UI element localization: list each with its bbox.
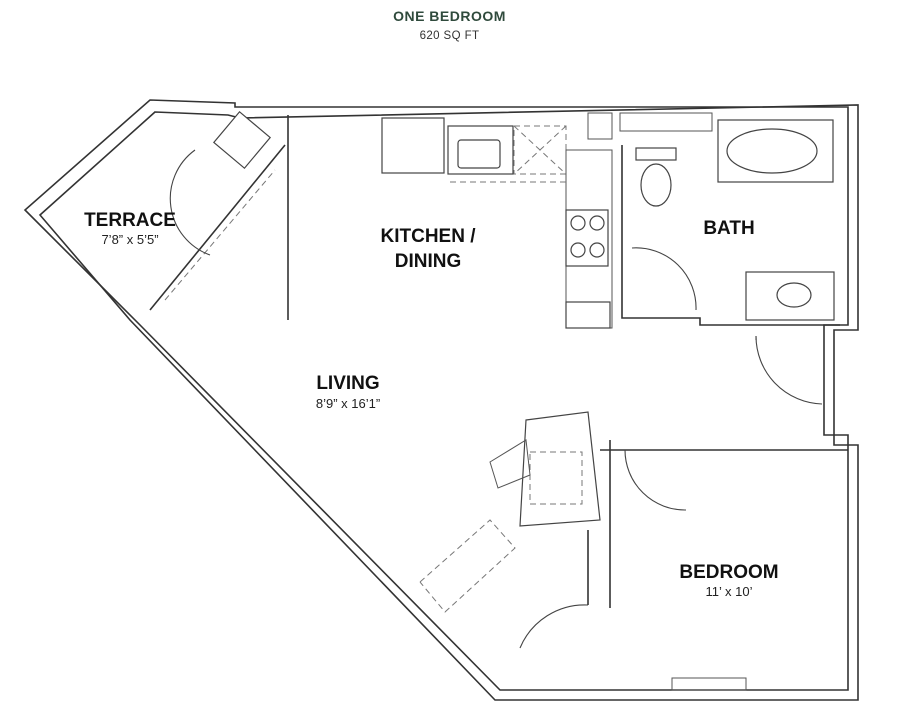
outer-walls [23, 99, 859, 701]
closet-door-swing [519, 604, 589, 649]
washer-dryer [529, 451, 583, 505]
terrace-label: TERRACE [84, 210, 176, 231]
kitchen-label-line1: KITCHEN / [381, 226, 477, 247]
vanity [745, 271, 835, 321]
outer-wall-outline [23, 99, 849, 691]
bedroom-area [419, 411, 848, 691]
closet-nook [489, 439, 531, 489]
bath-sink [776, 282, 812, 308]
bedroom-label: BEDROOM [679, 562, 778, 583]
bath-wall [621, 145, 840, 326]
closet-washer [519, 411, 601, 527]
pantry-cabinet [565, 301, 611, 329]
inner-wall-outline [38, 104, 859, 701]
toilet-tank [635, 147, 677, 161]
plan-header: ONE BEDROOM 620 SQ FT [0, 8, 899, 42]
bedroom-door-swing [624, 449, 687, 511]
kitchen-area [287, 115, 613, 329]
terrace-slab-line [164, 169, 276, 301]
terrace-area [149, 110, 286, 311]
top-windows [587, 112, 713, 140]
terrace-door-swing [169, 149, 211, 256]
terrace-dims: 7’8” x 5’5” [101, 232, 158, 247]
bedroom-dims: 11’ x 10’ [706, 584, 753, 599]
closet-rod [419, 519, 516, 613]
living-label: LIVING [316, 373, 379, 394]
bath-area [621, 119, 840, 326]
terrace-ac-unit [212, 110, 272, 170]
entry-door [755, 335, 823, 405]
refrigerator [381, 117, 445, 174]
kitchen-sink [457, 139, 501, 169]
living-dims: 8’9” x 16’1” [316, 396, 380, 411]
kitchen-label-line2: DINING [395, 251, 462, 272]
entry-door-swing [755, 335, 823, 405]
plan-title: ONE BEDROOM [393, 8, 506, 24]
vent-box [587, 112, 613, 140]
bedroom-window [671, 677, 747, 691]
top-window [619, 112, 713, 132]
bath-door-swing [631, 247, 697, 311]
plan-area: 620 SQ FT [419, 30, 480, 42]
toilet-bowl [640, 163, 672, 207]
tub-basin [726, 128, 818, 174]
terrace-partition [149, 144, 286, 311]
bath-label: BATH [703, 218, 754, 239]
